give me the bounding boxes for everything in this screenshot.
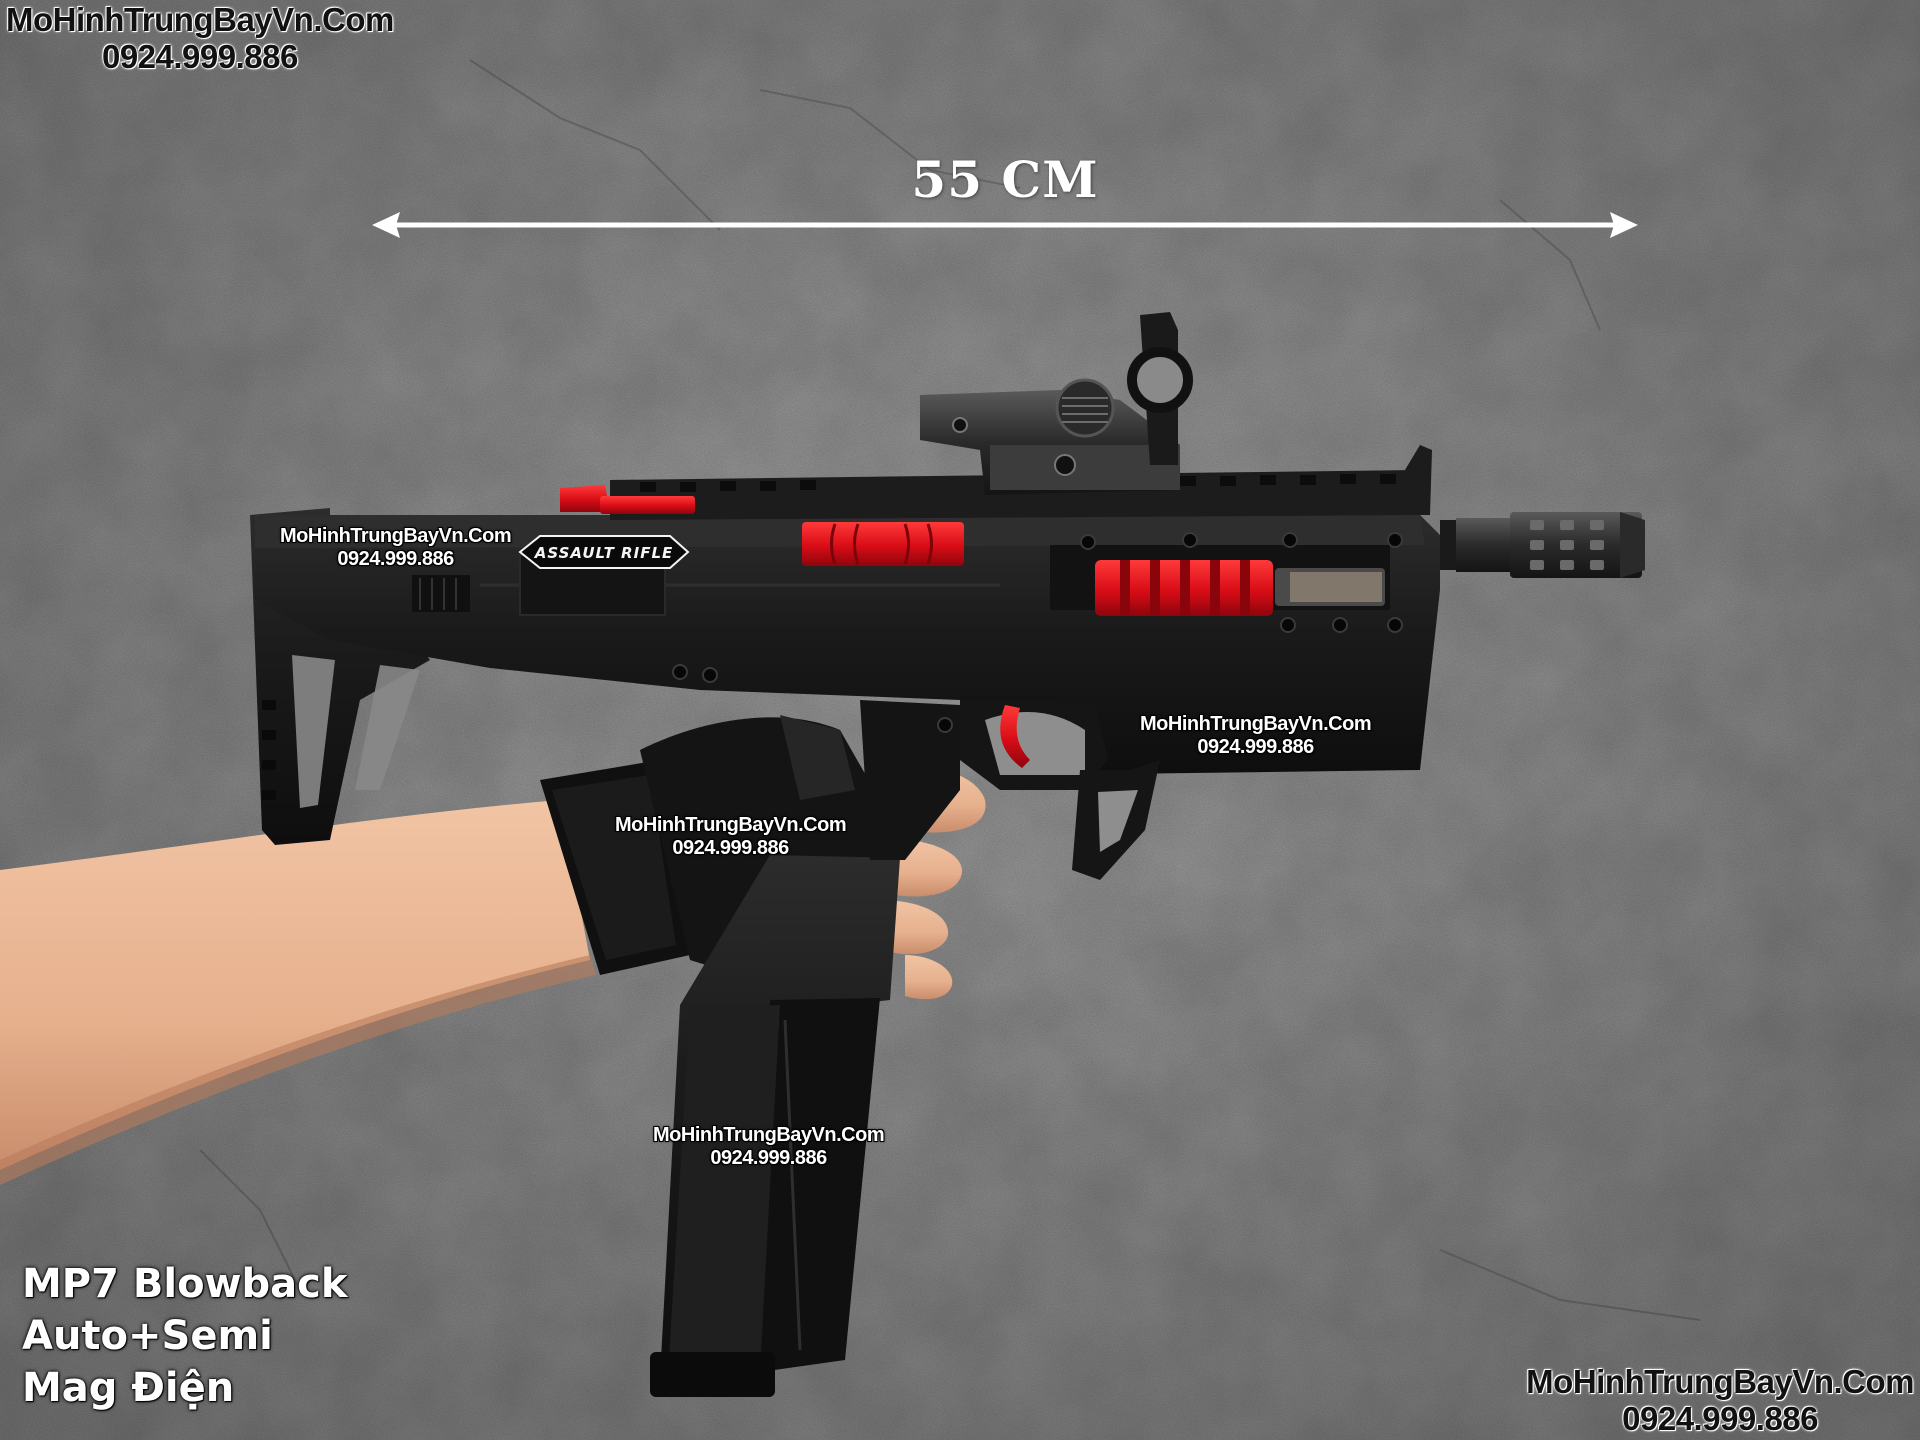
svg-text:ASSAULT RIFLE: ASSAULT RIFLE: [534, 544, 674, 562]
watermark-phone: 0924.999.886: [710, 1147, 827, 1169]
watermark-trigger: MoHinhTrungBayVn.Com 0924.999.886: [1140, 713, 1372, 759]
measurement-label: 55 CM: [911, 150, 1099, 209]
watermark-phone: 0924.999.886: [101, 37, 298, 75]
watermark-site: MoHinhTrungBayVn.Com: [615, 814, 847, 836]
assault-rifle-engraving: ASSAULT RIFLE: [518, 535, 690, 569]
watermark-site: MoHinhTrungBayVn.Com: [1140, 713, 1372, 735]
watermark-site: MoHinhTrungBayVn.Com: [280, 525, 512, 547]
caption-magazine: Mag Điện: [22, 1365, 235, 1411]
length-measurement: 55 CM: [370, 150, 1640, 240]
caption-model: MP7 Blowback: [22, 1261, 348, 1307]
watermark-top-left: MoHinhTrungBayVn.Com 0924.999.886: [6, 1, 394, 76]
watermark-phone: 0924.999.886: [672, 837, 789, 859]
watermark-phone: 0924.999.886: [1197, 736, 1314, 758]
watermark-phone: 0924.999.886: [337, 548, 454, 570]
watermark-site: MoHinhTrungBayVn.Com: [6, 1, 394, 38]
watermark-bottom-right: MoHinhTrungBayVn.Com 0924.999.886: [1526, 1363, 1914, 1438]
watermark-grip: MoHinhTrungBayVn.Com 0924.999.886: [615, 814, 847, 860]
watermark-magazine: MoHinhTrungBayVn.Com 0924.999.886: [653, 1124, 885, 1170]
watermark-site: MoHinhTrungBayVn.Com: [1526, 1363, 1914, 1401]
watermark-stock: MoHinhTrungBayVn.Com 0924.999.886: [280, 525, 512, 571]
product-caption: MP7 Blowback Auto+Semi Mag Điện: [22, 1258, 347, 1414]
caption-fire-mode: Auto+Semi: [22, 1313, 273, 1359]
watermark-phone: 0924.999.886: [1622, 1400, 1819, 1438]
watermark-site: MoHinhTrungBayVn.Com: [653, 1124, 885, 1146]
double-arrow-icon: [372, 212, 1638, 238]
